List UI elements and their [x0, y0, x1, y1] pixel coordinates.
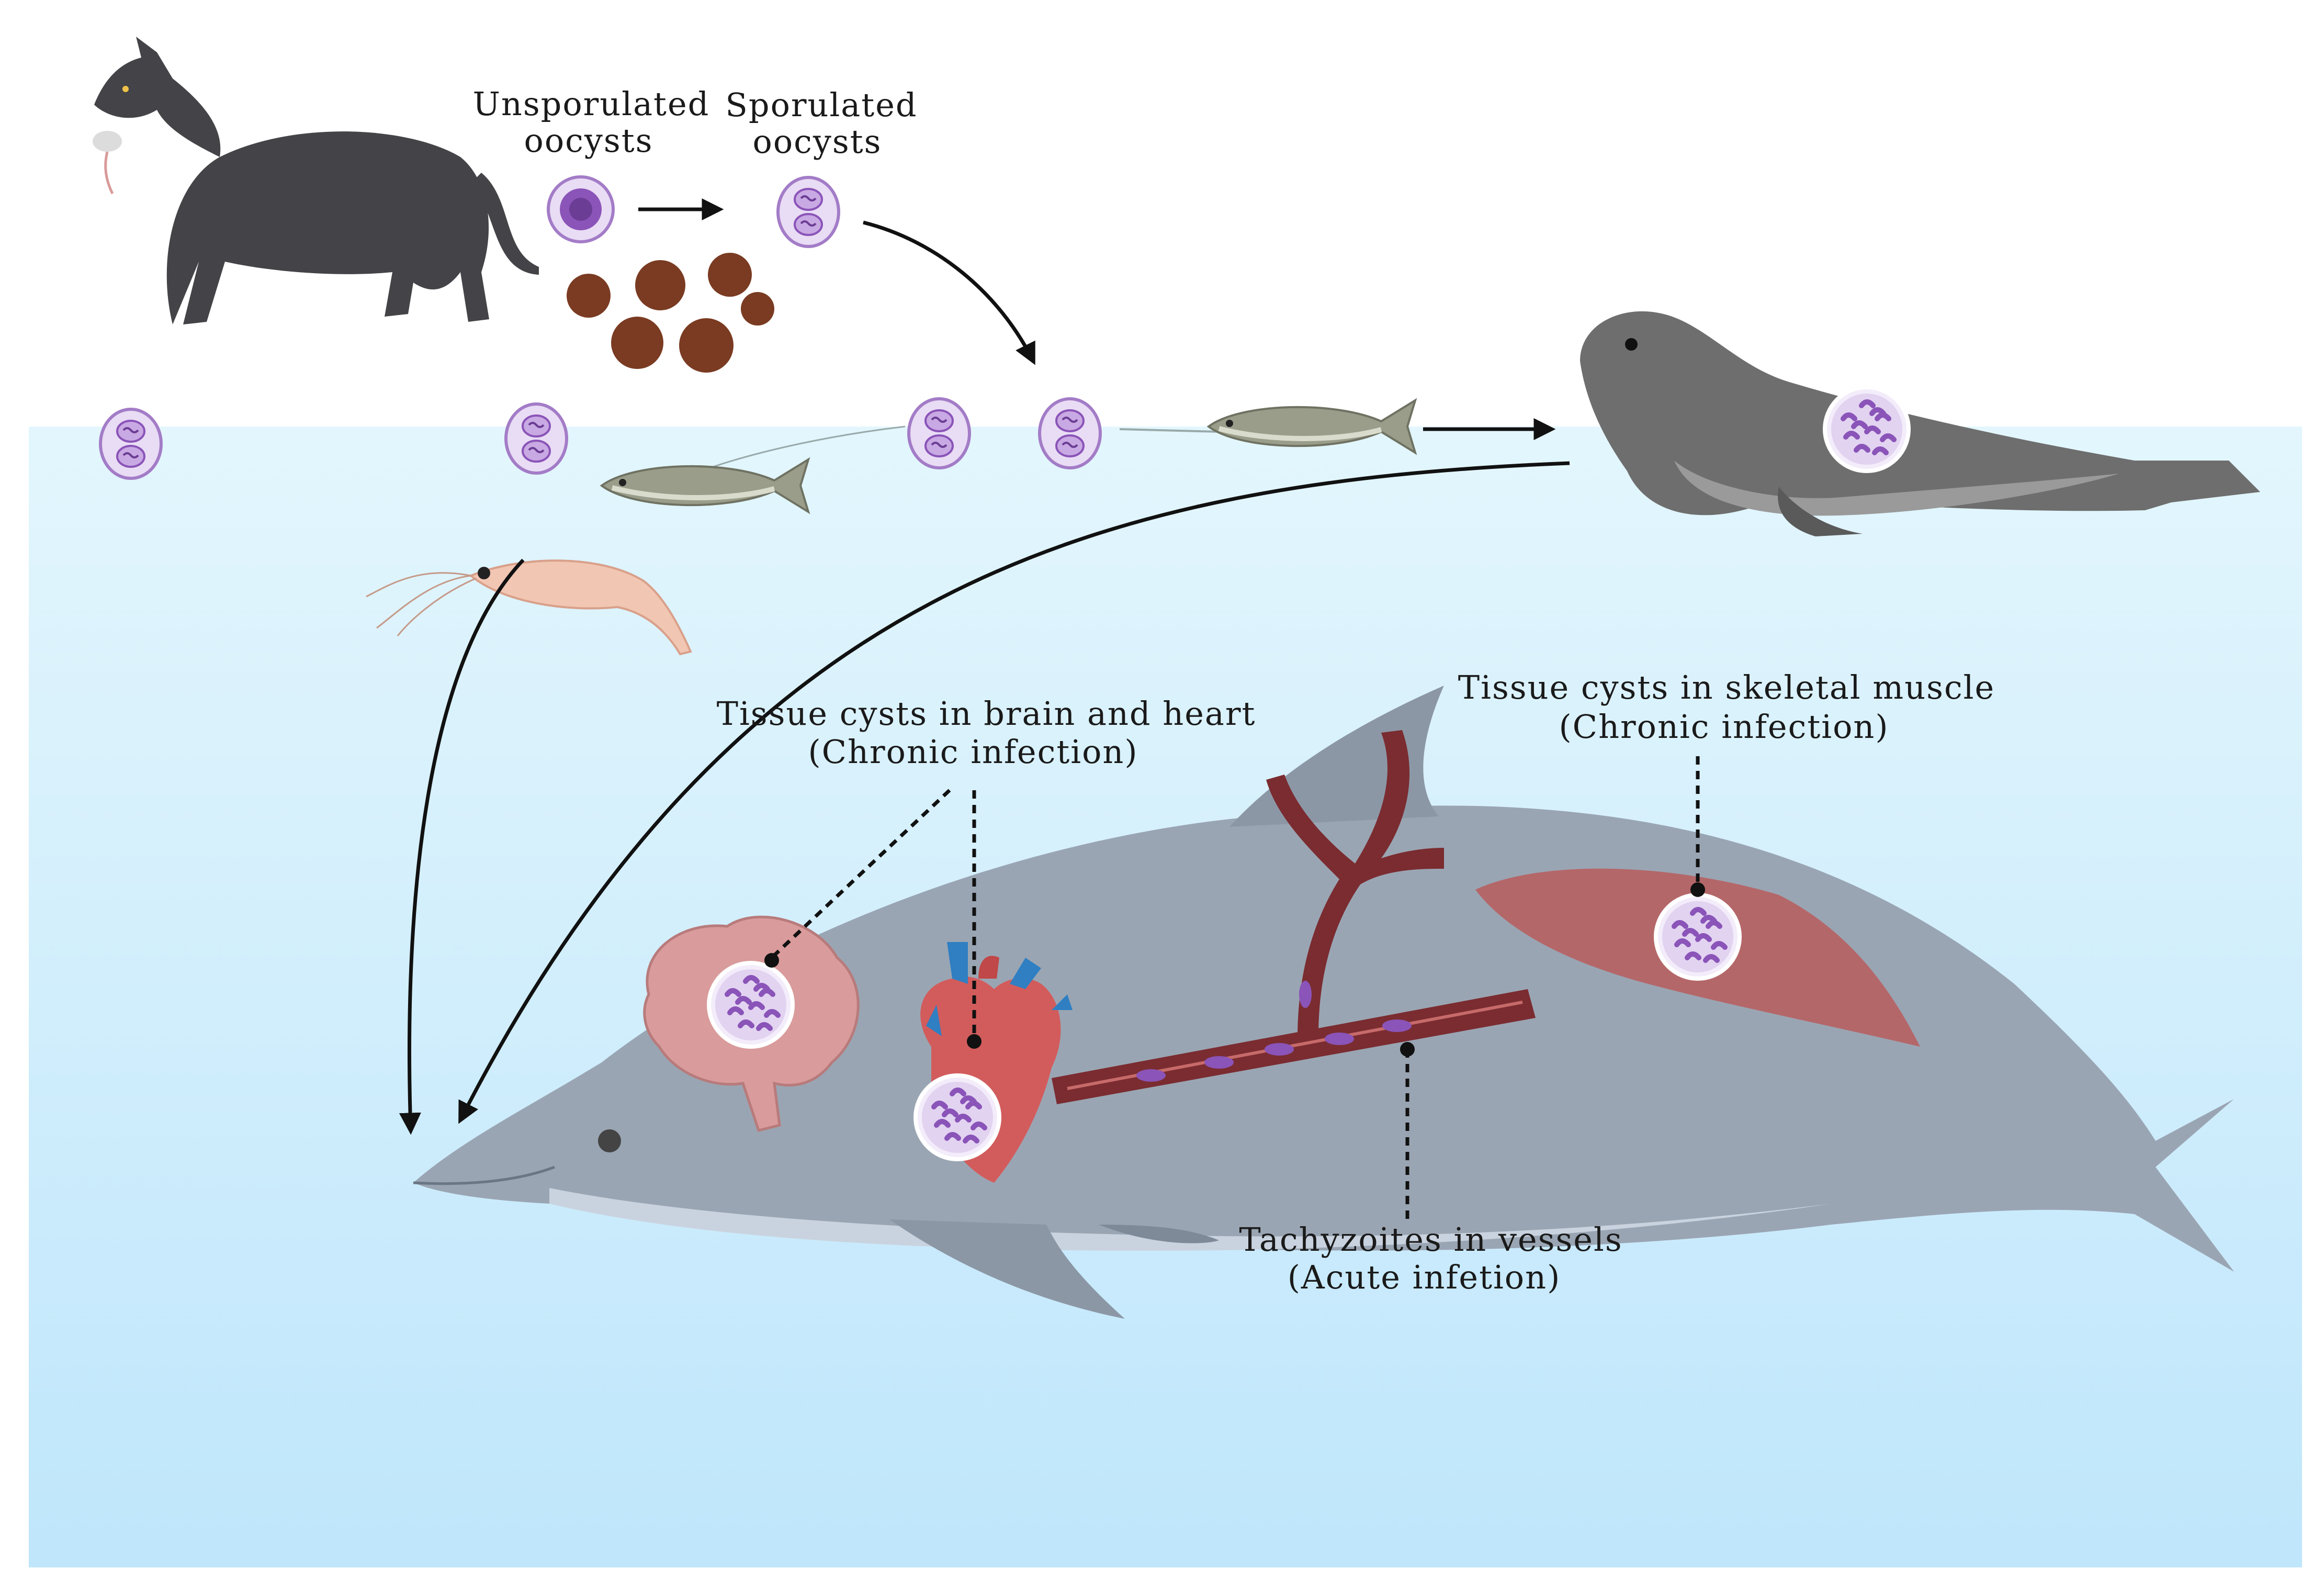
- krill-icon: [366, 559, 692, 656]
- oocyst-icon: [100, 409, 161, 478]
- sporulated-label-2: oocysts: [753, 122, 882, 161]
- oocyst-icon: [1040, 399, 1100, 468]
- tissue-cyst-icon: [1825, 387, 1909, 471]
- oocyst-icon: [506, 404, 567, 473]
- seal-icon: [1580, 311, 2260, 536]
- oocyst-icon: [909, 399, 969, 468]
- sporulated-oocyst-icon: [778, 177, 839, 246]
- arrow-icon: [458, 461, 1570, 1124]
- feces-icon: [567, 253, 774, 373]
- unsporulated-label-1: Unsporulated: [473, 85, 710, 123]
- unsporulated-label-2: oocysts: [524, 121, 653, 160]
- arrow-icon: [863, 220, 1035, 365]
- leader-dots: [764, 882, 1705, 1057]
- brain-heart-label-2: (Chronic infection): [808, 733, 1138, 771]
- unsporulated-oocyst-icon: [547, 175, 615, 243]
- vessels-label-2: (Acute infetion): [1288, 1258, 1561, 1296]
- leader-lines: [770, 756, 1700, 1219]
- arrow-icon: [399, 558, 525, 1135]
- vessels-label-1: Tachyzoites in vessels: [1239, 1220, 1622, 1259]
- brain-heart-label-1: Tissue cysts in brain and heart: [717, 694, 1256, 733]
- cat-icon: [93, 37, 539, 324]
- tissue-cyst-icon: [1656, 895, 1740, 979]
- tissue-cyst-icon: [916, 1075, 999, 1159]
- blood-vessel-icon: [1052, 730, 1536, 1104]
- tissue-cyst-icon: [709, 963, 793, 1047]
- muscle-label-1: Tissue cysts in skeletal muscle: [1458, 668, 1995, 707]
- muscle-label-2: (Chronic infection): [1559, 708, 1889, 746]
- sporulated-label-1: Sporulated: [725, 86, 917, 124]
